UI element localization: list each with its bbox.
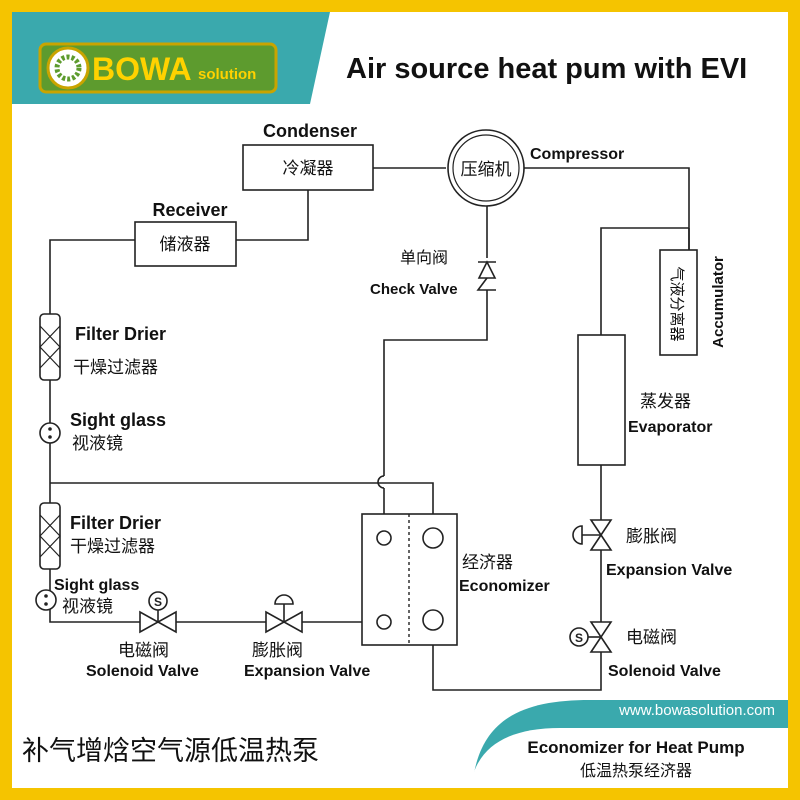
footer-subtitle-en: Economizer for Heat Pump [527,738,744,757]
expansion-valve-right-label-zh: 膨胀阀 [626,527,677,547]
page-title: Air source heat pum with EVI [346,53,747,85]
refrigeration-diagram: BOWA solution Air source heat pum with E… [12,12,788,788]
filter-drier-upper-body [39,313,61,381]
check-valve-icon [477,260,497,279]
evaporator-box [577,334,626,466]
svg-text:S: S [575,631,583,645]
receiver-box [134,221,237,267]
expansion-valve-left-icon [265,610,286,634]
condenser-label-en: Condenser [263,121,357,141]
expansion-valve-left-label-zh: 膨胀阀 [252,641,303,661]
condenser-box [242,144,374,191]
filter-drier-lower-label-en: Filter Drier [70,513,161,533]
logo-emblem-icon [46,46,90,90]
solenoid-valve-right: S 电磁阀 Solenoid Valve [569,621,721,680]
expansion-valve-left: 膨胀阀 Expansion Valve [244,594,370,680]
sight-glass-lower-icon [35,589,57,611]
receiver-label-zh: 储液器 [160,235,211,255]
expansion-valve-right: 膨胀阀 Expansion Valve [572,519,732,579]
filter-drier-lower: Filter Drier 干燥过滤器 [39,502,161,570]
sight-glass-lower-label-en: Sight glass [54,577,139,594]
condenser-label-zh: 冷凝器 [283,159,334,179]
solenoid-valve-left-label-zh: 电磁阀 [118,641,169,661]
economizer-port-icon [422,609,444,631]
brand-tagline: solution [198,66,256,83]
solenoid-coil-icon [148,591,168,611]
accumulator-label-zh: 气液分离器 [668,266,686,341]
solenoid-valve-left: S 电磁阀 Solenoid Valve [86,591,199,680]
evaporator-label-en: Evaporator [628,419,712,436]
accumulator-box [659,249,698,356]
compressor-label-en: Compressor [530,146,624,163]
check-valve-label-zh: 单向阀 [400,248,448,267]
economizer-port-icon [376,614,392,630]
compressor-circle [447,129,525,207]
economizer-port-icon [422,527,444,549]
receiver-label-en: Receiver [152,200,227,220]
expansion-valve-left-label-en: Expansion Valve [244,663,370,680]
economizer: 经济器 Economizer [361,513,550,646]
compressor: 压缩机 Compressor [447,129,624,207]
solenoid-valve-right-icon [589,621,613,639]
filter-drier-cross-icon [39,514,61,558]
logo-badge [38,42,278,94]
footer-title-zh: 补气增焓空气源低温热泵 [22,736,319,767]
accumulator-label-en: Accumulator [710,256,727,348]
sight-glass-lower-label-zh: 视液镜 [62,597,113,617]
sight-glass-upper-icon [39,422,61,444]
compressor-inner-ring [452,134,520,202]
solenoid-valve-right-label-zh: 电磁阀 [626,628,677,648]
evaporator-label-zh: 蒸发器 [640,392,691,412]
compressor-label-zh: 压缩机 [461,160,512,180]
solenoid-valve-right-label-en: Solenoid Valve [608,663,721,680]
filter-drier-upper: Filter Drier 干燥过滤器 [39,313,166,381]
footer-white-panel [470,728,788,788]
bowa-logo: BOWA solution [38,42,278,94]
expansion-bulb-icon [274,594,294,605]
filter-drier-lower-body [39,502,61,570]
sight-glass-upper: Sight glass 视液镜 [39,410,166,454]
check-valve-label-en: Check Valve [370,281,458,298]
condenser: 冷凝器 Condenser [242,121,374,191]
filter-drier-cross-icon [39,325,61,369]
filter-drier-upper-label-zh: 干燥过滤器 [73,358,158,378]
website-url: www.bowasolution.com [618,702,775,719]
sight-glass-upper-label-zh: 视液镜 [72,434,123,454]
logo-gear-icon [54,54,82,82]
footer-subtitle-zh: 低温热泵经济器 [580,761,692,780]
evaporator: 蒸发器 Evaporator [577,334,712,466]
accumulator: 气液分离器 Accumulator [659,249,727,356]
economizer-label-en: Economizer [459,578,550,595]
diagram-canvas: BOWA solution Air source heat pum with E… [12,12,788,788]
brand-name: BOWA [92,51,192,87]
receiver: 储液器 Receiver [134,200,237,267]
filter-drier-upper-label-en: Filter Drier [75,324,166,344]
economizer-label-zh: 经济器 [462,553,513,573]
solenoid-valve-left-label-en: Solenoid Valve [86,663,199,680]
filter-drier-lower-label-zh: 干燥过滤器 [70,537,155,557]
expansion-valve-right-label-en: Expansion Valve [606,562,732,579]
expansion-valve-right-icon [589,519,613,537]
sight-glass-upper-label-en: Sight glass [70,410,166,430]
solenoid-coil-icon [569,627,589,647]
sight-glass-lower: Sight glass 视液镜 [35,577,139,617]
solenoid-valve-left-icon [139,610,160,634]
economizer-port-icon [376,530,392,546]
svg-text:S: S [154,595,162,609]
expansion-bulb-icon [572,525,583,545]
check-valve: 单向阀 Check Valve [370,248,497,298]
